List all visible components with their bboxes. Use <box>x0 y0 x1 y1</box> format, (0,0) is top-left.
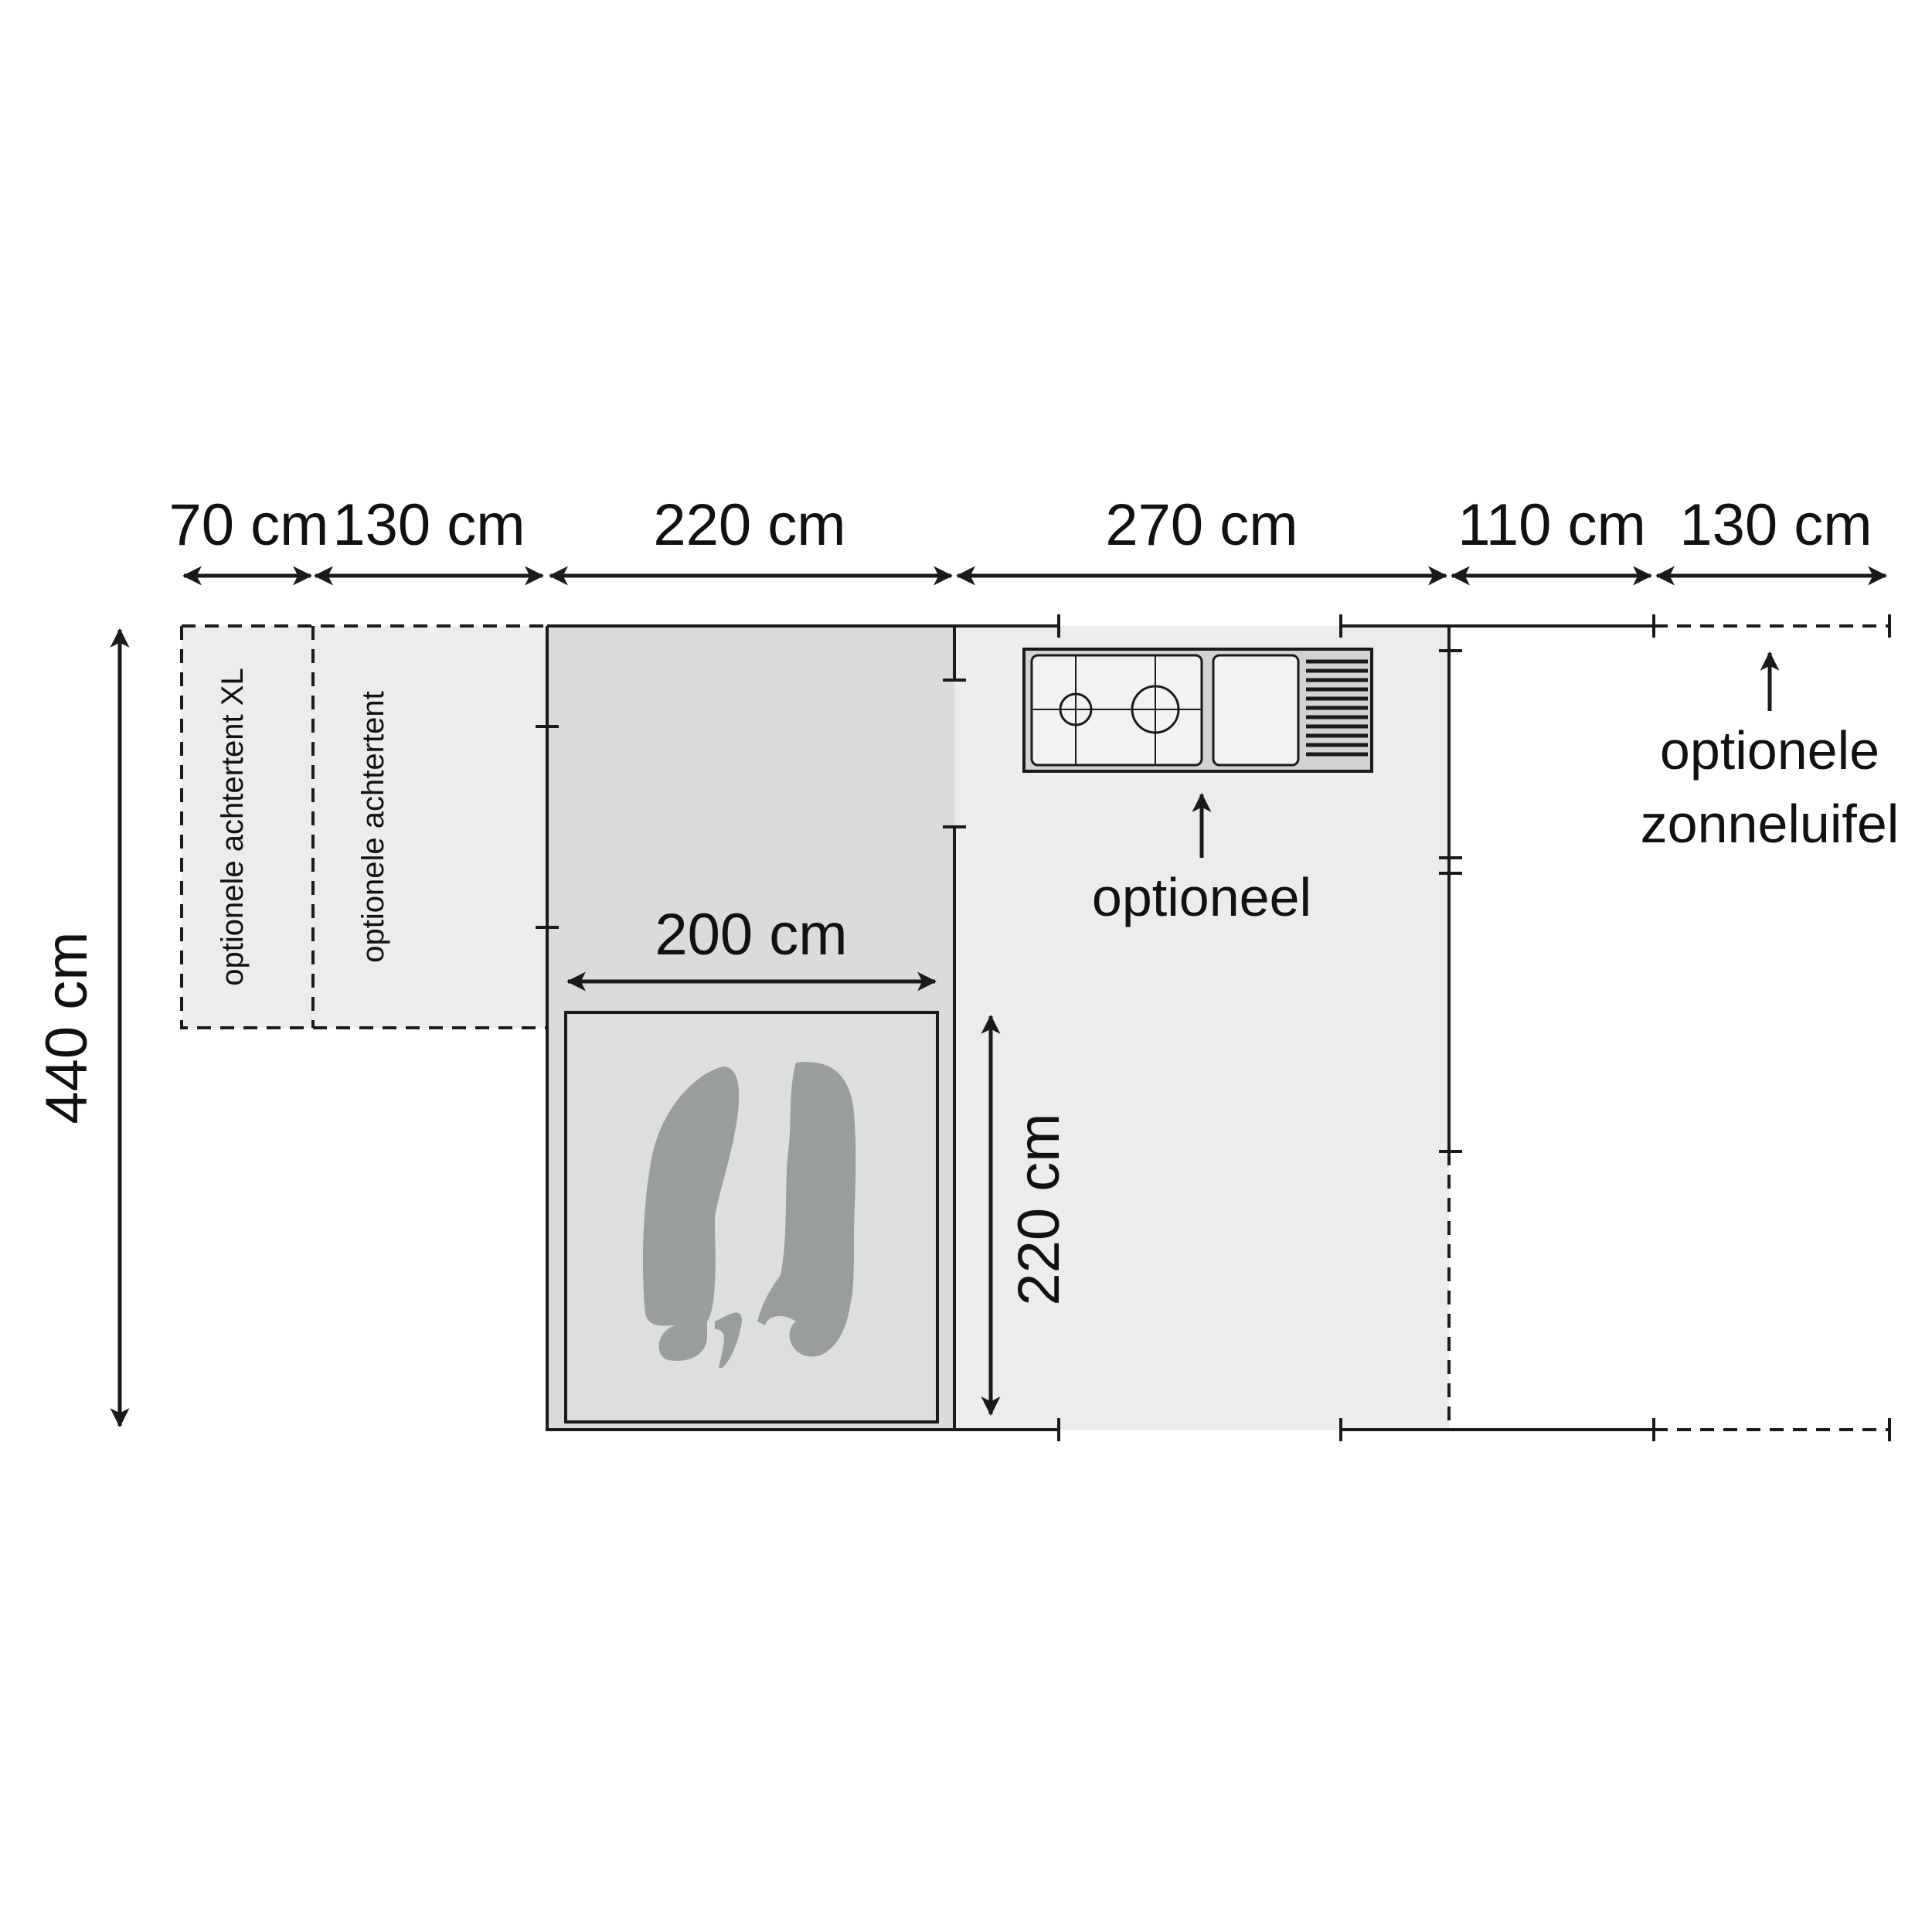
dim-label-220-cabin: 220 cm <box>653 492 845 558</box>
sleeper-figure-right <box>757 1062 856 1357</box>
sleeper-figure-left-arm <box>715 1312 742 1368</box>
dim-label-130-awning: 130 cm <box>1679 492 1872 558</box>
sink-basin <box>1212 654 1300 767</box>
dim-label-270-living: 270 cm <box>1105 492 1298 558</box>
annex-label: optionele achtertent <box>356 691 390 962</box>
sleeper-figure-left <box>643 1066 740 1361</box>
annex-xl-area <box>182 626 313 1028</box>
mattress <box>564 1011 939 1423</box>
dim-label-130-annex: 130 cm <box>332 492 525 558</box>
annex-area <box>313 626 547 1028</box>
optional-kitchen-unit <box>1022 648 1373 773</box>
dim-label-70: 70 cm <box>169 492 329 558</box>
awning-label-line1: optionele <box>1660 720 1879 781</box>
awning-label-line2: zonneluifel <box>1641 794 1900 854</box>
bed <box>564 1011 939 1423</box>
annex-xl-label: optionele achtertent XL <box>216 668 250 985</box>
dim-label-bed-length: 220 cm <box>1006 1113 1072 1305</box>
dimension-arrows <box>110 566 1888 1428</box>
drainboard <box>1306 659 1368 757</box>
tent-outline <box>180 614 1891 1441</box>
dim-label-bed-width: 200 cm <box>655 902 847 968</box>
dim-label-440-height: 440 cm <box>34 931 100 1124</box>
kitchen-optional-label: optioneel <box>1092 867 1311 927</box>
dim-label-110: 110 cm <box>1458 492 1646 558</box>
